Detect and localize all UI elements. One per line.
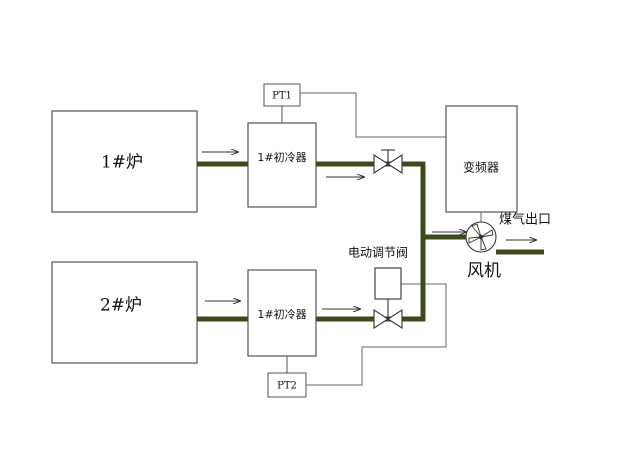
pt1-label: PT1 xyxy=(272,91,292,102)
flow-arrows xyxy=(202,152,536,309)
gas-outlet-label: 煤气出口 xyxy=(499,212,551,228)
pt2-label: PT2 xyxy=(277,381,297,392)
pt2-box xyxy=(267,372,307,398)
fan-label: 风机 xyxy=(467,261,501,281)
cooler-2-box xyxy=(247,269,317,357)
furnace-2-box xyxy=(51,261,198,364)
control-valve-icon xyxy=(373,267,403,330)
control-valve-label: 电动调节阀 xyxy=(348,246,408,260)
valve-1-icon xyxy=(373,149,403,175)
cooler-2-label: 1#初冷器 xyxy=(257,307,306,321)
inverter-label: 变频器 xyxy=(463,160,499,175)
furnace-1-box xyxy=(51,110,198,213)
pt2-signal-line xyxy=(306,283,447,386)
pt1-signal-line xyxy=(300,92,446,138)
furnace-2-label: 2#炉 xyxy=(100,296,142,316)
cooler-1-box xyxy=(247,122,317,208)
furnace-1-label: 1#炉 xyxy=(101,153,143,173)
fan-icon xyxy=(465,221,497,253)
inverter-box xyxy=(445,105,518,213)
gas-pipes xyxy=(197,161,544,322)
cooler-1-label: 1#初冷器 xyxy=(257,150,306,164)
